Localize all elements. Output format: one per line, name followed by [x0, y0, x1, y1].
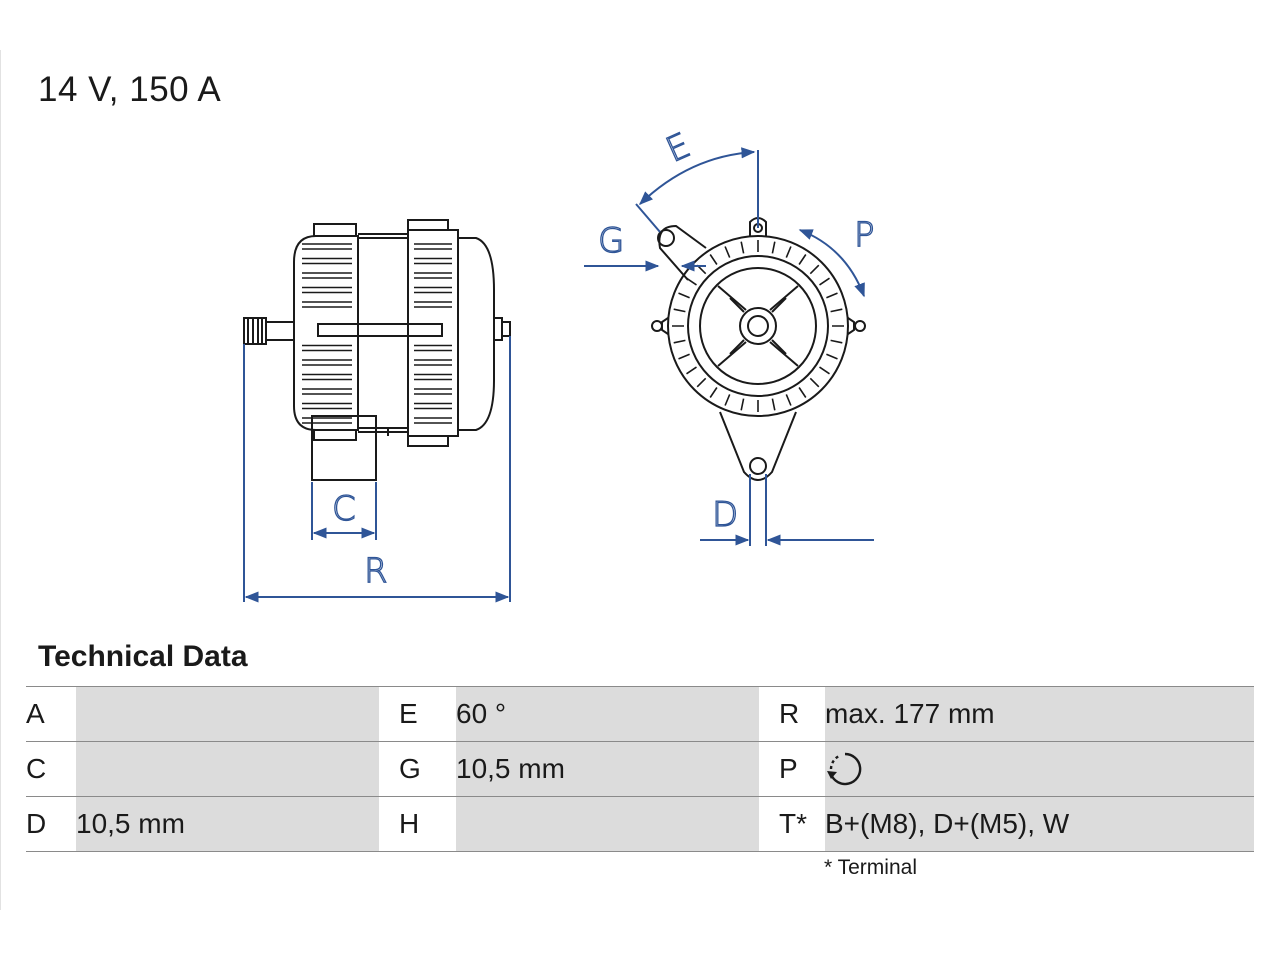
spec-key: T* [759, 796, 825, 852]
spec-key: G [379, 741, 456, 797]
clockwise-rotation-icon [827, 752, 862, 786]
spec-key: P [759, 741, 825, 797]
spec-value: 10,5 mm [456, 741, 759, 797]
dim-label-d: D [712, 495, 738, 535]
spec-value [76, 741, 379, 797]
spec-value-rotation [825, 741, 1254, 797]
technical-data-heading: Technical Data [38, 640, 248, 673]
dim-label-g: G [598, 221, 624, 261]
spec-value [76, 686, 379, 742]
dim-label-c: C [332, 489, 356, 529]
alternator-diagram: C R E [243, 125, 875, 603]
dim-label-p: P [854, 215, 875, 255]
left-border [0, 50, 1, 910]
table-row: A E 60 ° R max. 177 mm [26, 686, 1254, 742]
alternator-side-view [243, 219, 511, 481]
dim-label-r: R [364, 551, 388, 591]
technical-data-table: A E 60 ° R max. 177 mm C G 10,5 mm P D 1… [26, 686, 1254, 852]
footnote: * Terminal [824, 856, 917, 879]
side-dimensions [243, 336, 511, 603]
spec-value: 60 ° [456, 686, 759, 742]
spec-value: B+(M8), D+(M5), W [825, 796, 1254, 852]
spec-key: H [379, 796, 456, 852]
page-title: 14 V, 150 A [38, 70, 222, 109]
spec-key: D [26, 796, 76, 852]
dim-label-e: E [660, 125, 696, 170]
spec-value: 10,5 mm [76, 796, 379, 852]
spec-key: A [26, 686, 76, 742]
spec-key: C [26, 741, 76, 797]
spec-value [456, 796, 759, 852]
table-row: C G 10,5 mm P [26, 741, 1254, 797]
front-dimensions [584, 147, 874, 546]
spec-key: R [759, 686, 825, 742]
spec-key: E [379, 686, 456, 742]
spec-value: max. 177 mm [825, 686, 1254, 742]
alternator-front-view [651, 217, 866, 481]
table-row: D 10,5 mm H T* B+(M8), D+(M5), W [26, 796, 1254, 852]
side-view-ribs [302, 243, 452, 424]
